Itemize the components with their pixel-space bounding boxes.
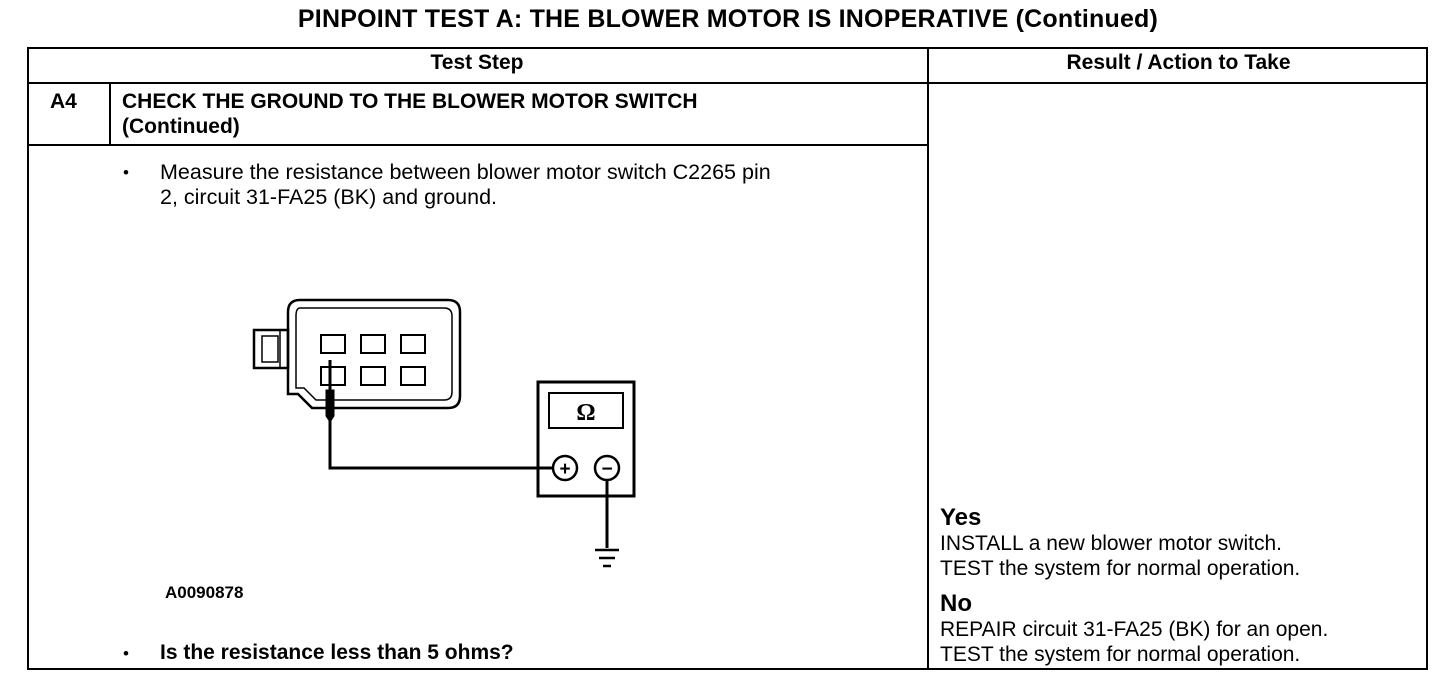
test-step-header: Test Step (430, 51, 524, 74)
instruction-text: Measure the resistance between blower mo… (160, 160, 900, 210)
connector-cavities (320, 334, 426, 386)
no-action-line1: REPAIR circuit 31-FA25 (BK) for an open. (940, 618, 1329, 641)
instruction-bullet: • (123, 163, 129, 182)
question-bullet: • (123, 644, 129, 663)
negative-terminal: − (601, 459, 612, 480)
step-id: A4 (50, 90, 77, 113)
instruction-line2: 2, circuit 31-FA25 (BK) and ground. (160, 185, 498, 209)
step-title: CHECK THE GROUND TO THE BLOWER MOTOR SWI… (122, 89, 912, 139)
figure-id: A0090878 (165, 583, 244, 602)
yes-label: Yes (940, 504, 982, 531)
positive-lead (328, 420, 553, 470)
step-title-divider (27, 144, 929, 146)
step-title-line1: CHECK THE GROUND TO THE BLOWER MOTOR SWI… (122, 90, 698, 113)
pinpoint-test-table (27, 47, 1428, 670)
instruction-line1: Measure the resistance between blower mo… (160, 160, 771, 184)
yes-action: INSTALL a new blower motor switch. TEST … (940, 531, 1300, 581)
no-action: REPAIR circuit 31-FA25 (BK) for an open.… (940, 617, 1328, 667)
measurement-diagram: Ω + − (252, 298, 636, 568)
connector-c2265 (252, 298, 462, 410)
column-divider (927, 47, 929, 670)
test-probe (325, 360, 335, 423)
yes-action-line1: INSTALL a new blower motor switch. (940, 532, 1282, 555)
ohm-symbol: Ω (576, 400, 595, 426)
pin-2-cavity (320, 366, 346, 386)
yes-action-line2: TEST the system for normal operation. (940, 557, 1301, 580)
no-action-line2: TEST the system for normal operation. (940, 643, 1301, 666)
step-id-divider (109, 82, 111, 145)
no-label: No (940, 590, 972, 617)
positive-terminal: + (559, 459, 570, 480)
page-title: PINPOINT TEST A: THE BLOWER MOTOR IS INO… (297, 5, 1159, 33)
ground-symbol-icon (595, 548, 619, 568)
step-title-line2: (Continued) (122, 115, 240, 138)
header-divider (27, 82, 1428, 84)
question-text: Is the resistance less than 5 ohms? (160, 641, 514, 664)
result-header: Result / Action to Take (1066, 51, 1291, 74)
